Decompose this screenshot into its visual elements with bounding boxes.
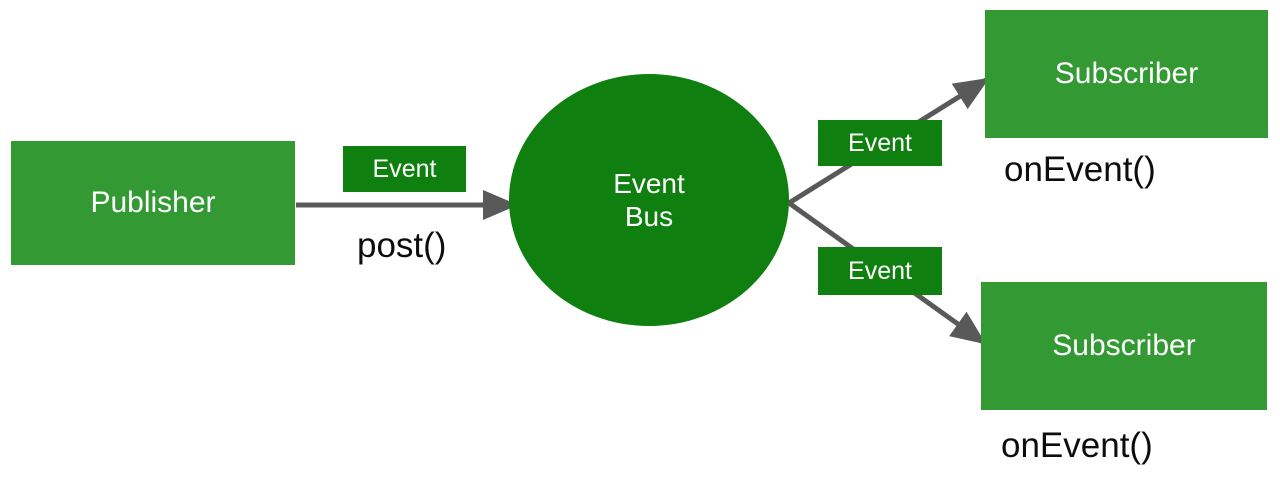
node-subscriber-top[interactable]: Subscriber <box>985 10 1268 138</box>
caption-onevent-bottom: onEvent() <box>1001 426 1153 465</box>
node-event-bus[interactable]: Event Bus <box>509 74 789 326</box>
caption-onevent-top: onEvent() <box>1004 150 1156 189</box>
edge-tag-subscriber-bottom-event: Event <box>818 247 942 295</box>
node-subscriber-bottom-label: Subscriber <box>1052 329 1196 363</box>
edge-tag-subscriber-top-event-label: Event <box>848 128 912 157</box>
caption-post-method: post() <box>357 226 447 265</box>
node-subscriber-bottom[interactable]: Subscriber <box>981 282 1267 410</box>
node-subscriber-top-label: Subscriber <box>1054 57 1199 91</box>
edge-tag-subscriber-bottom-event-label: Event <box>848 256 912 285</box>
edge-tag-publisher-event: Event <box>343 146 466 192</box>
node-event-bus-label-line1: Event <box>613 167 685 199</box>
edge-tag-publisher-event-label: Event <box>372 154 437 183</box>
node-publisher-label: Publisher <box>90 186 216 220</box>
edge-tag-subscriber-top-event: Event <box>818 120 942 166</box>
node-publisher[interactable]: Publisher <box>11 141 295 265</box>
node-event-bus-label-line2: Bus <box>624 201 674 232</box>
